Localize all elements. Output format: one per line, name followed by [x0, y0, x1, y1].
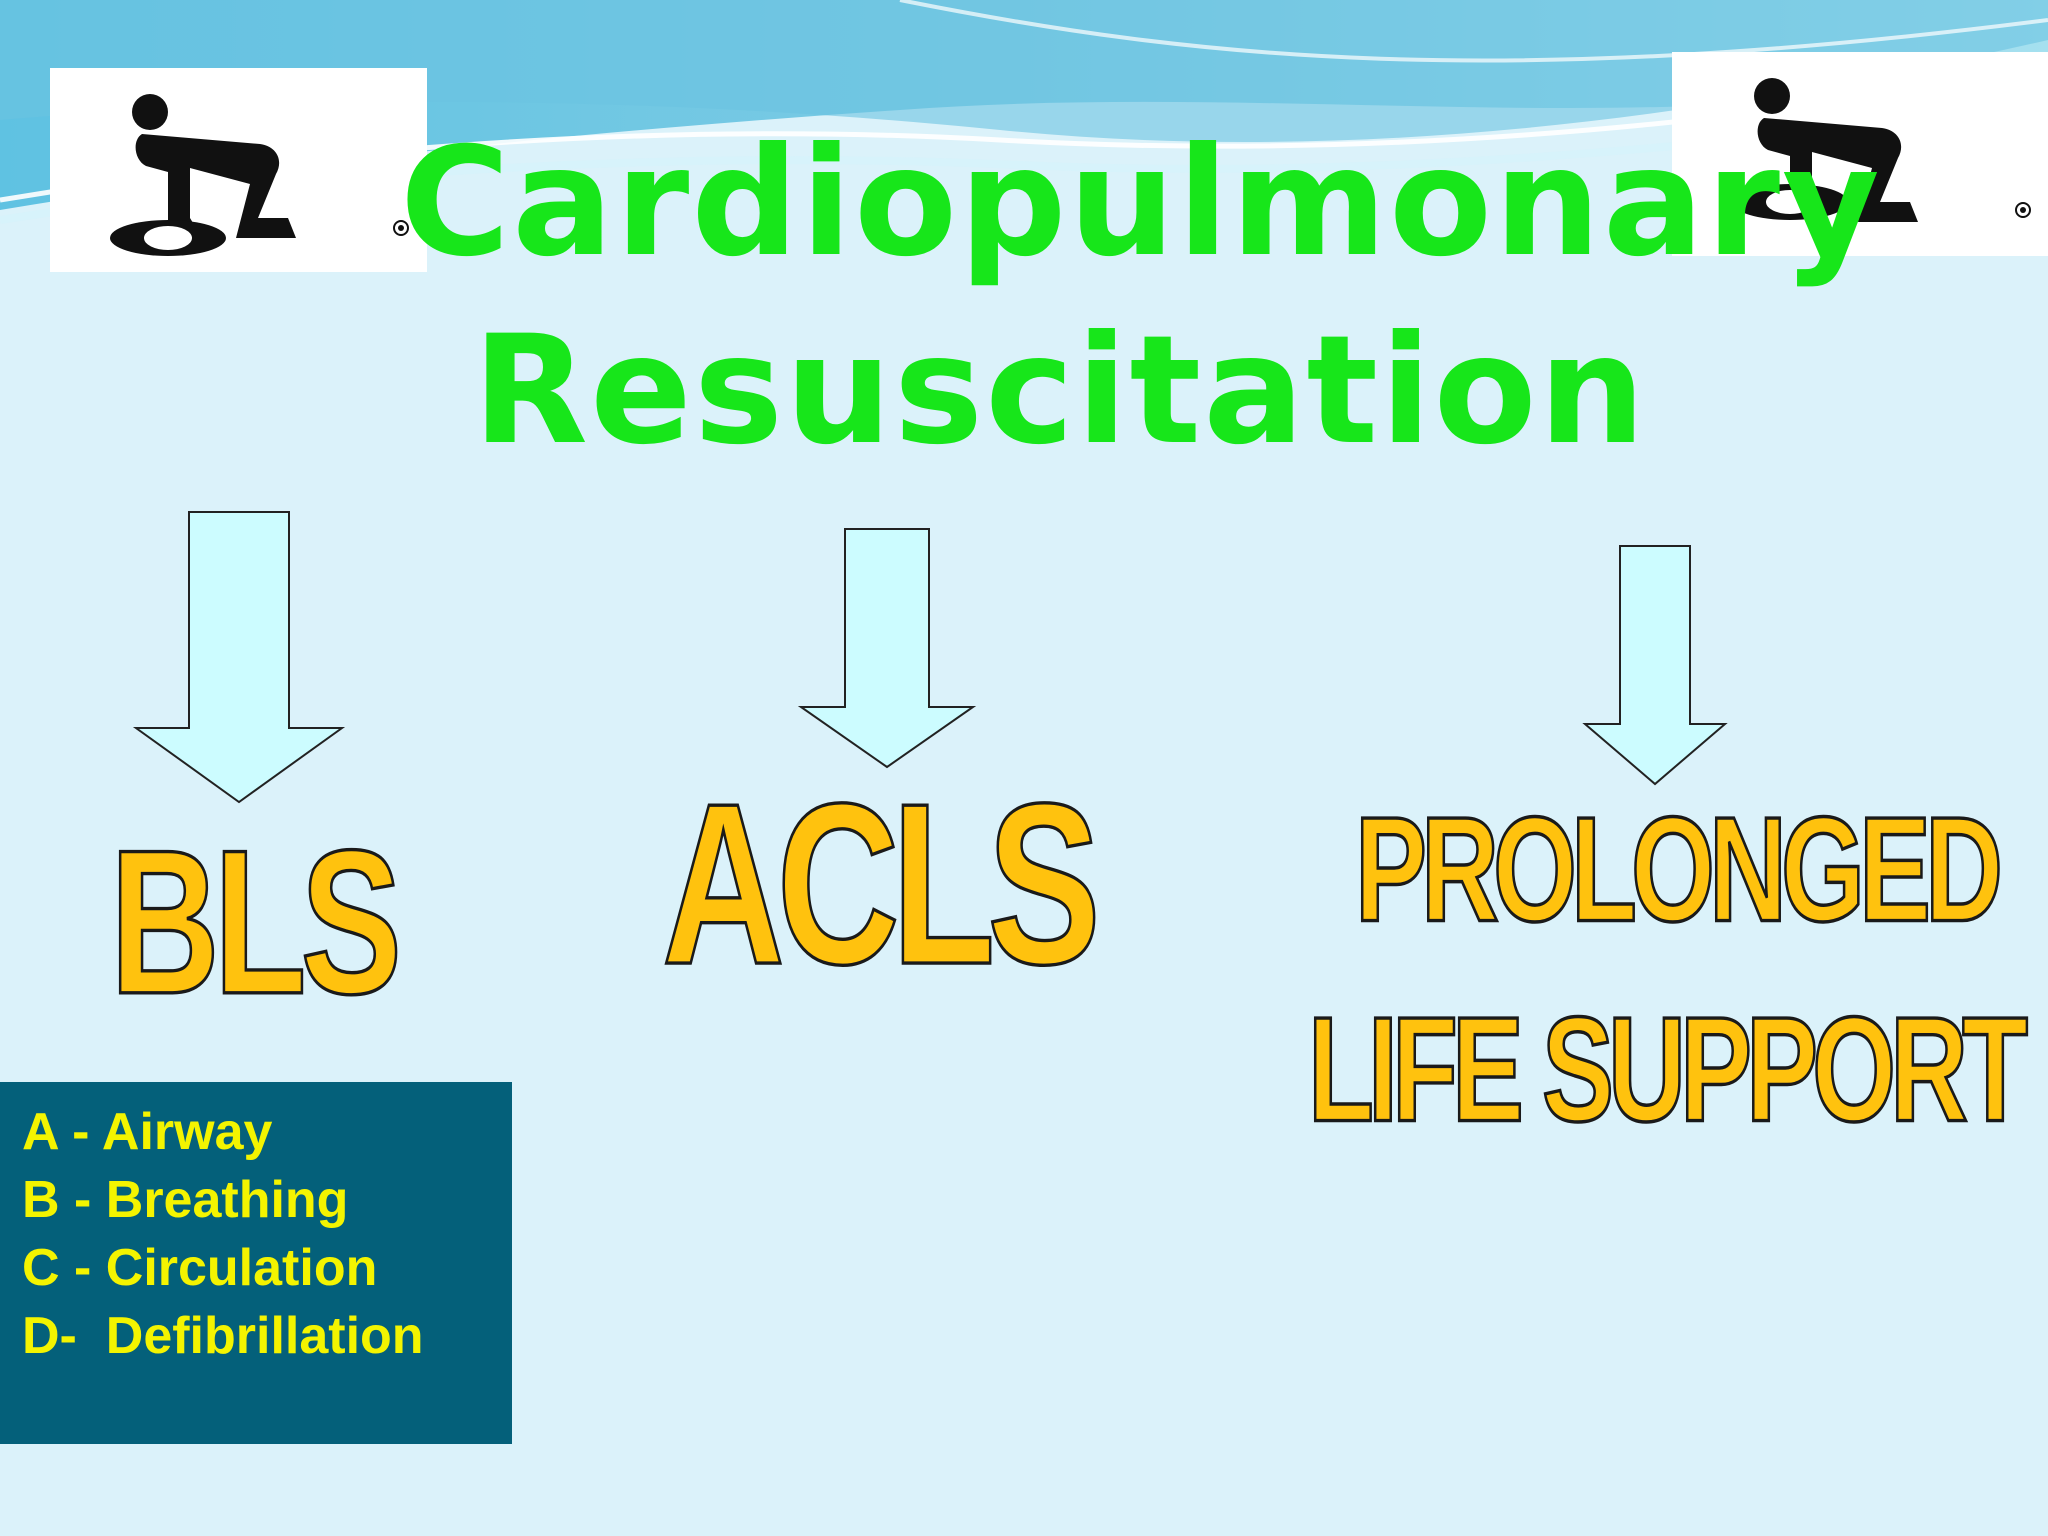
arrow-down-icon: [132, 511, 346, 804]
abcd-item-airway: A - Airway: [22, 1103, 273, 1161]
cpr-icon: [1672, 52, 2048, 256]
branch-label-acls: ACLS: [661, 756, 1102, 1013]
abcd-box: A - Airway B - Breathing C - Circulation…: [0, 1082, 512, 1444]
branch-label-life-support: LIFE SUPPORT: [1307, 985, 2030, 1153]
page-title-line-1: Cardiopulmonary: [400, 116, 1882, 290]
abcd-item-breathing: B - Breathing: [22, 1171, 349, 1229]
abcd-item-circulation: C - Circulation: [22, 1239, 378, 1297]
arrow-down-icon: [797, 528, 977, 769]
abcd-list: A - Airway B - Breathing C - Circulation…: [0, 1082, 512, 1370]
page-title-line-2: Resuscitation: [472, 304, 1648, 478]
abcd-item-defibrillation: D- Defibrillation: [22, 1307, 424, 1365]
branch-label-bls: BLS: [109, 807, 404, 1038]
arrow-down-icon: [1582, 545, 1728, 786]
branch-label-prolonged: PROLONGED: [1354, 785, 2005, 953]
cpr-icon: [50, 68, 427, 272]
